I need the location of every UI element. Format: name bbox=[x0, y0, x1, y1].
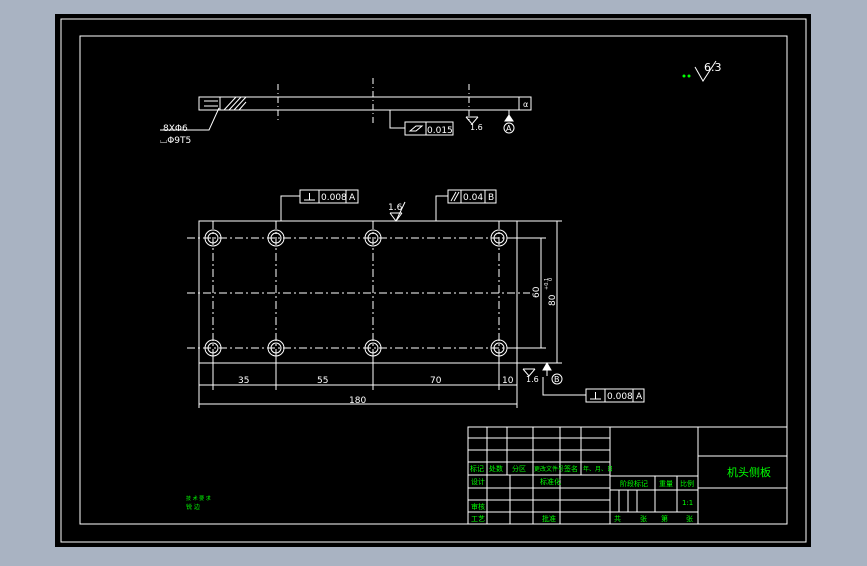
datum-b-label: B bbox=[554, 375, 560, 384]
perp-tol-value: 0.008 bbox=[321, 193, 347, 203]
label-sign: 签名 bbox=[564, 464, 578, 473]
roughness-dot-icon bbox=[687, 74, 691, 78]
label-standardize: 标准化 bbox=[540, 477, 561, 486]
dim-60: 60 bbox=[532, 286, 542, 298]
sheet-outer-border bbox=[60, 18, 807, 543]
dim-55: 55 bbox=[317, 376, 328, 386]
roughness-top-value: 1.6 bbox=[388, 203, 403, 213]
hole-icon bbox=[490, 229, 508, 247]
dim-80: 80 bbox=[548, 294, 558, 306]
dim-35: 35 bbox=[238, 376, 249, 386]
dim-80-tol-upper: +0.1 bbox=[544, 278, 550, 290]
label-sheet-no: 第 bbox=[661, 514, 668, 523]
main-view bbox=[187, 189, 645, 408]
roughness-value: 6.3 bbox=[704, 61, 722, 74]
perp-tol-bottom-value: 0.008 bbox=[607, 392, 633, 402]
tech-notes-body: 锐 边 bbox=[186, 503, 200, 511]
label-process: 工艺 bbox=[471, 515, 485, 523]
perp-tol-datum: A bbox=[349, 193, 356, 203]
dim-80-tol-lower: 0 bbox=[548, 278, 554, 281]
side-label: α bbox=[523, 100, 528, 109]
part-name: 机头侧板 bbox=[727, 465, 771, 479]
tech-notes-title: 技 术 要 求 bbox=[186, 495, 211, 502]
thread-note: 8XΦ6 bbox=[163, 124, 188, 134]
hole-icon bbox=[267, 229, 285, 247]
label-check: 审核 bbox=[471, 502, 485, 511]
roughness-bottom: 1.6 bbox=[470, 123, 483, 132]
section-hatch bbox=[223, 96, 247, 111]
dim-70: 70 bbox=[430, 376, 442, 386]
label-ratio: 比例 bbox=[680, 479, 694, 488]
sheet-inner-border bbox=[79, 35, 788, 525]
label-sheet-unit: 张 bbox=[640, 514, 647, 523]
flatness-tolerance: 0.015 bbox=[427, 126, 453, 136]
scale-value: 1:1 bbox=[682, 499, 693, 507]
hole-icon bbox=[204, 229, 222, 247]
sheet-background bbox=[55, 14, 811, 547]
label-count: 处数 bbox=[489, 464, 503, 473]
title-block bbox=[467, 426, 788, 525]
hole-icon bbox=[364, 229, 382, 247]
label-stage: 阶段标记 bbox=[620, 479, 648, 488]
label-weight: 重量 bbox=[659, 480, 673, 488]
label-sheet-unit2: 张 bbox=[686, 514, 693, 523]
roughness-dot-icon bbox=[682, 74, 686, 78]
label-design: 设计 bbox=[471, 477, 485, 486]
top-view bbox=[160, 78, 532, 136]
dim-10: 10 bbox=[502, 376, 514, 386]
surface-roughness-symbol: 6.3 bbox=[682, 60, 722, 82]
label-zone: 分区 bbox=[512, 464, 526, 473]
label-change-doc: 更改文件号 bbox=[534, 465, 564, 473]
dim-180: 180 bbox=[349, 396, 366, 406]
roughness-right-value: 1.6 bbox=[526, 375, 539, 384]
counterbore-note: ⌴Φ9T5 bbox=[160, 136, 191, 146]
datum-a-label: A bbox=[506, 124, 512, 133]
label-mark: 标记 bbox=[470, 464, 484, 473]
parallel-tol-datum: B bbox=[488, 193, 494, 203]
label-date: 年、月、日 bbox=[583, 465, 613, 473]
label-sheet-total: 共 bbox=[614, 514, 621, 523]
parallel-tol-value: 0.04 bbox=[463, 193, 483, 203]
label-approve: 批准 bbox=[542, 514, 556, 523]
perp-tol-bottom-datum: A bbox=[636, 392, 643, 402]
